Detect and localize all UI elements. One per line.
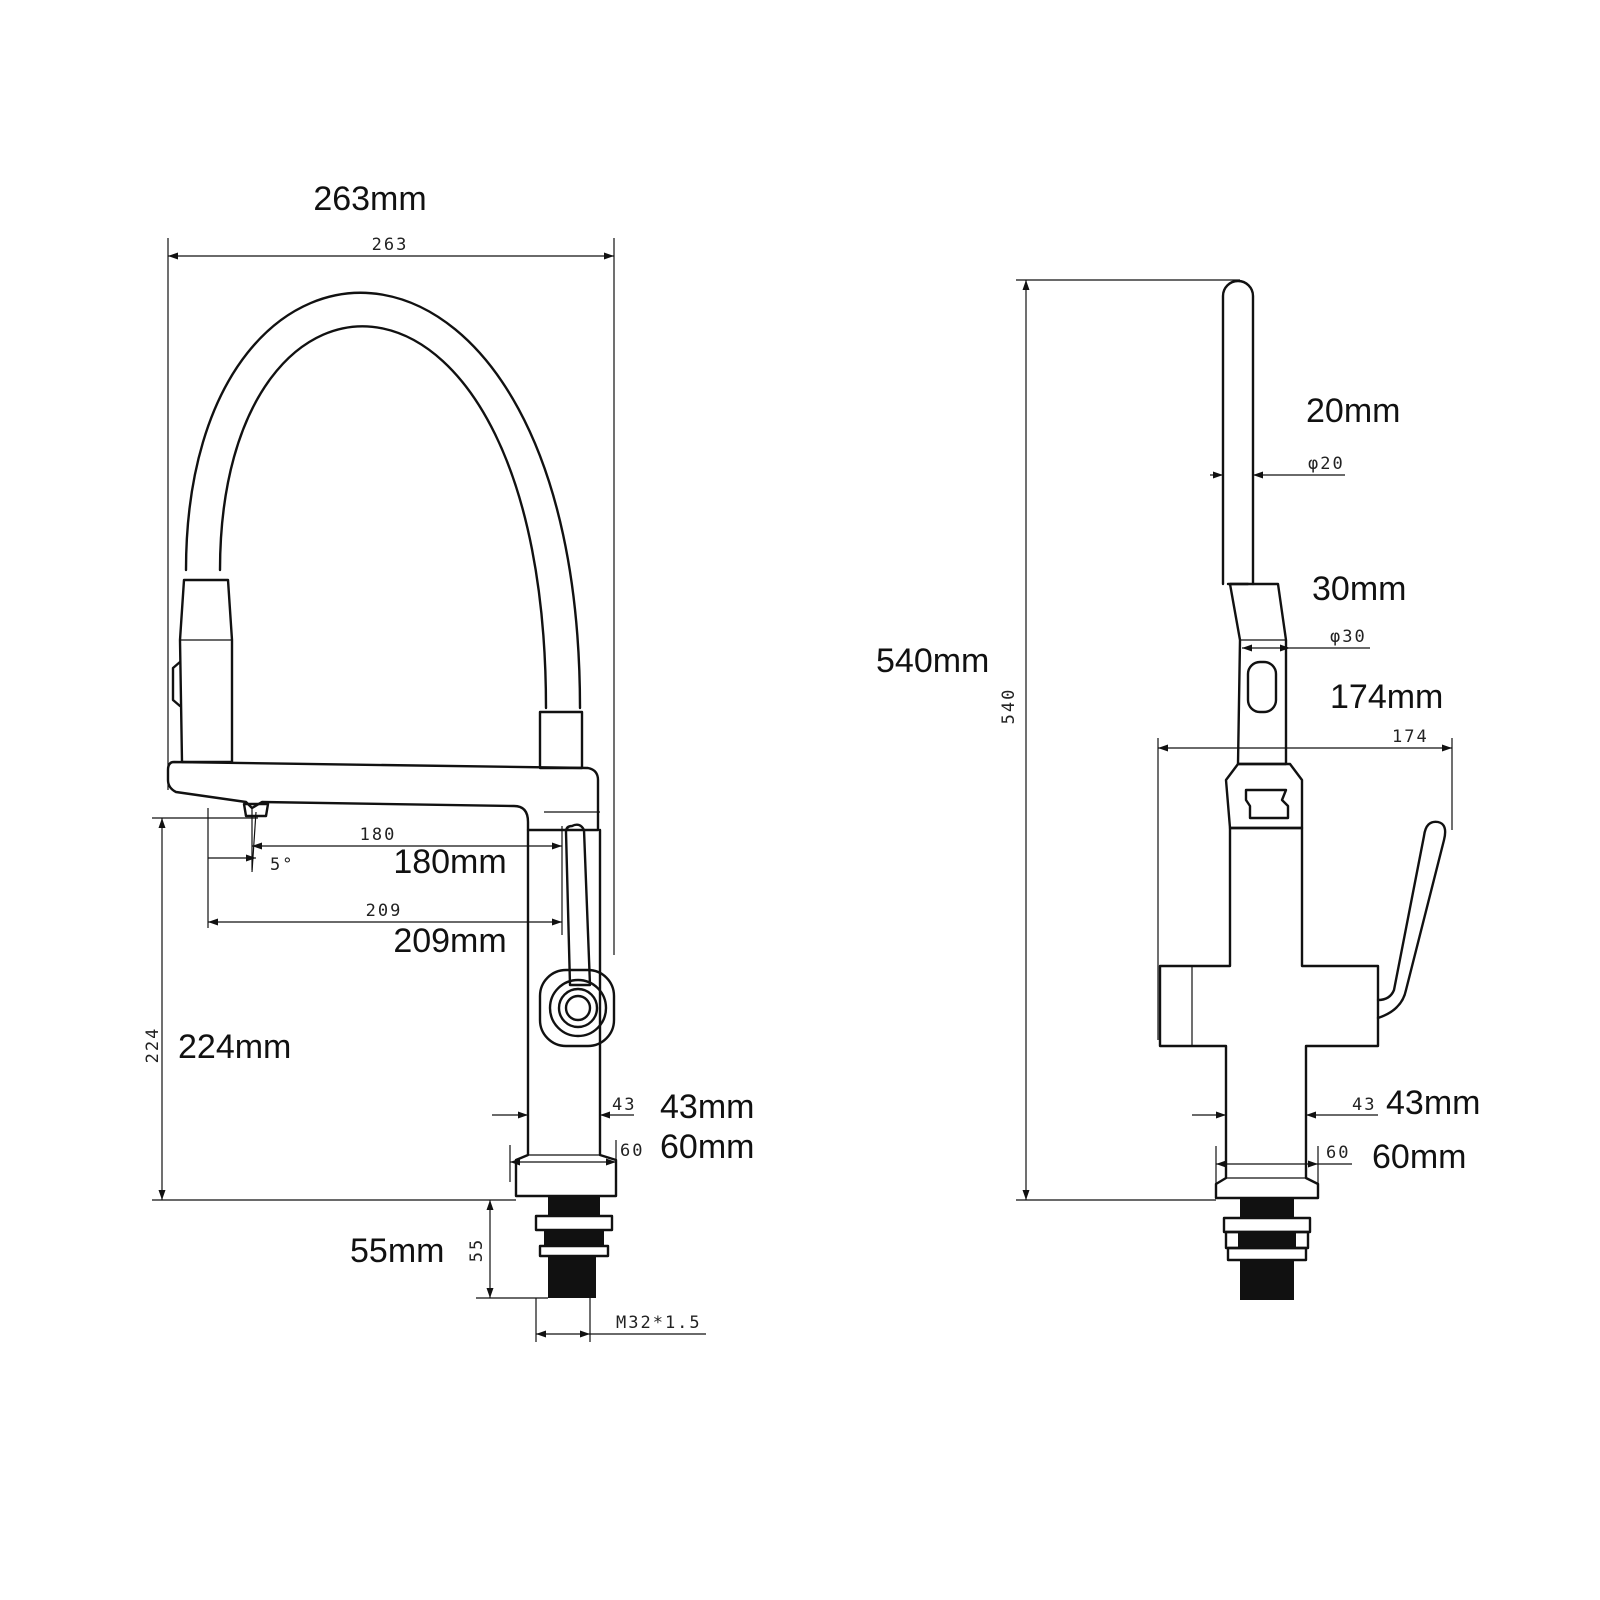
arch-hose-outer — [184, 291, 582, 710]
spray-button — [171, 660, 182, 708]
spout-arm — [166, 760, 600, 832]
dim-224-label: 224mm — [178, 1028, 291, 1066]
dim-43-side-small: 43 — [612, 1095, 636, 1115]
dim-43-front-small: 43 — [1352, 1095, 1376, 1115]
side-view: 263 263mm 180 180mm 5° 209 209mm 224 224… — [143, 180, 754, 1342]
dim-180-label: 180mm — [393, 843, 506, 881]
thread-spec: M32*1.5 — [616, 1313, 702, 1333]
arch-hose-inner — [218, 325, 548, 710]
dim-209-label: 209mm — [393, 922, 506, 960]
dim-phi30-small: φ30 — [1330, 627, 1367, 647]
handle-lever-front — [1376, 820, 1447, 1020]
threaded-shank — [548, 1256, 596, 1298]
dim-263-small: 263 — [372, 235, 409, 255]
dim-60-side-label: 60mm — [660, 1128, 754, 1166]
mount-front — [1240, 1198, 1294, 1218]
front-view: 540 540mm φ20 20mm φ30 30mm 174 174mm 43… — [876, 279, 1480, 1300]
body-front — [1158, 826, 1380, 1200]
dim-540-small: 540 — [999, 688, 1019, 725]
dim-174-small: 174 — [1392, 727, 1429, 747]
mount-nut — [548, 1196, 600, 1216]
dim-209-small: 209 — [366, 901, 403, 921]
dim-phi20-small: φ20 — [1308, 454, 1345, 474]
hose-front — [1221, 279, 1255, 586]
dim-174-label: 174mm — [1330, 678, 1443, 716]
dim-43-side-label: 43mm — [660, 1088, 754, 1126]
dim-angle-label: 5° — [270, 855, 294, 875]
dim-phi30-label: 30mm — [1312, 570, 1406, 608]
spray-button-front — [1246, 660, 1278, 714]
dim-60-front-small: 60 — [1326, 1143, 1350, 1163]
dim-43-front-label: 43mm — [1386, 1084, 1480, 1122]
dim-55-small: 55 — [467, 1238, 487, 1262]
dim-phi20-label: 20mm — [1306, 392, 1400, 430]
dim-180-small: 180 — [360, 825, 397, 845]
hose-holder — [538, 710, 584, 770]
spray-head — [178, 578, 234, 764]
dim-540-label: 540mm — [876, 642, 989, 680]
aerator — [242, 802, 270, 818]
dim-60-side-small: 60 — [620, 1141, 644, 1161]
dim-60-front-label: 60mm — [1372, 1138, 1466, 1176]
dim-263-label: 263mm — [313, 180, 426, 218]
dim-224-small: 224 — [143, 1027, 163, 1064]
dim-55-label: 55mm — [350, 1232, 444, 1270]
handle-plate — [538, 968, 616, 1048]
handle-lever — [564, 823, 592, 987]
